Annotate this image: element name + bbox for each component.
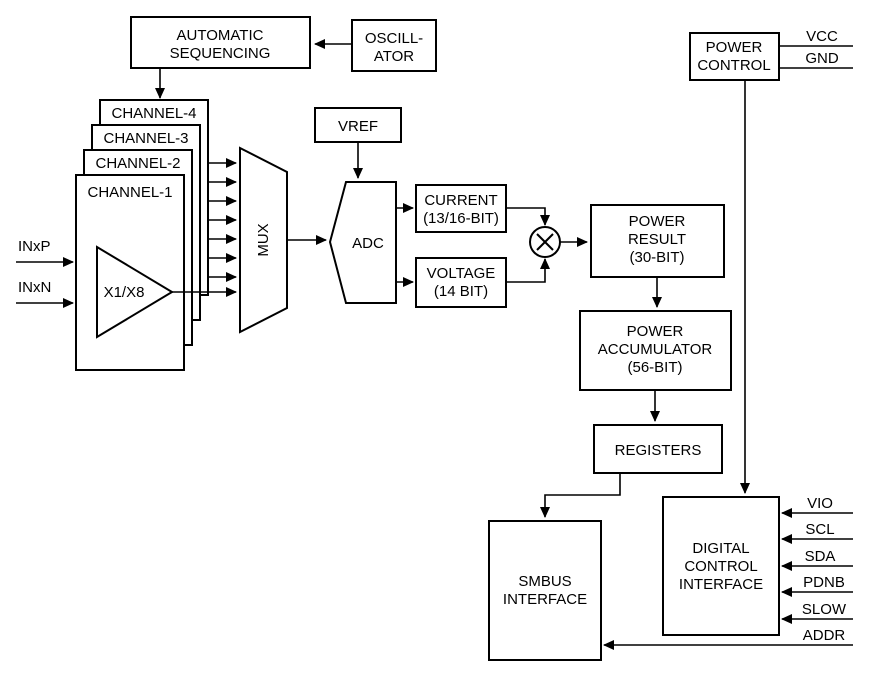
vref-box xyxy=(314,107,402,143)
oscillator-label: OSCILL- xyxy=(365,30,423,47)
block-mux: MUX xyxy=(239,146,288,334)
power-result-label: POWER xyxy=(629,213,686,230)
wire-voltage-to-multiplier xyxy=(506,258,550,283)
current-bits-label: (13/16-BIT) xyxy=(423,210,499,227)
gnd-pin-label: GND xyxy=(805,50,839,67)
slow-pin-label: SLOW xyxy=(802,601,847,618)
block-current: CURRENT (13/16-BIT) xyxy=(415,184,507,233)
adc-label: ADC xyxy=(352,235,384,252)
current-label: CURRENT xyxy=(424,192,497,209)
block-smbus-interface: SMBUS INTERFACE xyxy=(488,520,602,661)
multiplier-x-stroke xyxy=(536,233,554,251)
amplifier-triangle xyxy=(96,245,174,339)
channel-2-label: CHANNEL-2 xyxy=(95,155,180,172)
block-power-control: POWER CONTROL xyxy=(689,32,780,81)
power-control-label: CONTROL xyxy=(697,57,770,74)
digital-control-box xyxy=(662,496,780,636)
block-registers: REGISTERS xyxy=(593,424,723,474)
smbus-label: INTERFACE xyxy=(503,591,587,608)
power-accumulator-box xyxy=(579,310,732,391)
smbus-box xyxy=(488,520,602,661)
multiplier-symbol xyxy=(529,226,561,258)
registers-box xyxy=(593,424,723,474)
scl-pin-label: SCL xyxy=(805,521,834,538)
sda-pin-label: SDA xyxy=(805,548,836,565)
voltage-label: VOLTAGE xyxy=(427,265,496,282)
block-automatic-sequencing: AUTOMATIC SEQUENCING xyxy=(130,16,311,69)
current-box xyxy=(415,184,507,233)
channel-4-label: CHANNEL-4 xyxy=(111,105,196,122)
vref-label: VREF xyxy=(338,118,378,135)
channel-signal-arrows xyxy=(172,158,237,297)
power-result-bits-label: (30-BIT) xyxy=(629,249,684,266)
voltage-box xyxy=(415,257,507,308)
mux-shape xyxy=(239,146,288,334)
power-accumulator-bits-label: (56-BIT) xyxy=(627,359,682,376)
channel-3-label: CHANNEL-3 xyxy=(103,130,188,147)
channel-stack: CHANNEL-4 CHANNEL-3 CHANNEL-2 CHANNEL-1 … xyxy=(75,99,209,371)
power-control-box xyxy=(689,32,780,81)
automatic-sequencing-label: SEQUENCING xyxy=(170,45,271,62)
automatic-sequencing-box xyxy=(130,16,311,69)
oscillator-box xyxy=(351,19,437,72)
power-result-box xyxy=(590,204,725,278)
wire-current-to-multiplier xyxy=(506,207,550,226)
block-power-result: POWER RESULT (30-BIT) xyxy=(590,204,725,278)
block-vref: VREF xyxy=(314,107,402,143)
oscillator-label: ATOR xyxy=(374,48,414,65)
power-accumulator-label: POWER xyxy=(627,323,684,340)
block-voltage: VOLTAGE (14 BIT) xyxy=(415,257,507,308)
inxn-pin-label: INxN xyxy=(18,279,51,296)
channel-1-label: CHANNEL-1 xyxy=(87,184,172,201)
voltage-bits-label: (14 BIT) xyxy=(434,283,488,300)
power-control-label: POWER xyxy=(706,39,763,56)
vcc-pin-label: VCC xyxy=(806,28,838,45)
vio-pin-label: VIO xyxy=(807,495,833,512)
amplifier-label: X1/X8 xyxy=(104,284,145,301)
mux-label: MUX xyxy=(255,223,272,256)
wire-registers-to-smbus xyxy=(540,473,621,518)
smbus-label: SMBUS xyxy=(518,573,571,590)
power-result-label: RESULT xyxy=(628,231,686,248)
pdnb-pin-label: PDNB xyxy=(803,574,845,591)
adc-shape xyxy=(328,181,397,304)
block-adc: ADC xyxy=(328,181,397,304)
addr-pin-label: ADDR xyxy=(803,627,846,644)
block-oscillator: OSCILL- ATOR xyxy=(351,19,437,72)
block-digital-control-interface: DIGITAL CONTROL INTERFACE xyxy=(662,496,780,636)
registers-label: REGISTERS xyxy=(615,442,702,459)
power-accumulator-label: ACCUMULATOR xyxy=(598,341,713,358)
block-power-accumulator: POWER ACCUMULATOR (56-BIT) xyxy=(579,310,732,391)
digital-control-label: CONTROL xyxy=(684,558,757,575)
digital-control-label: INTERFACE xyxy=(679,576,763,593)
inxp-pin-label: INxP xyxy=(18,238,51,255)
automatic-sequencing-label: AUTOMATIC xyxy=(177,27,264,44)
digital-control-label: DIGITAL xyxy=(692,540,749,557)
